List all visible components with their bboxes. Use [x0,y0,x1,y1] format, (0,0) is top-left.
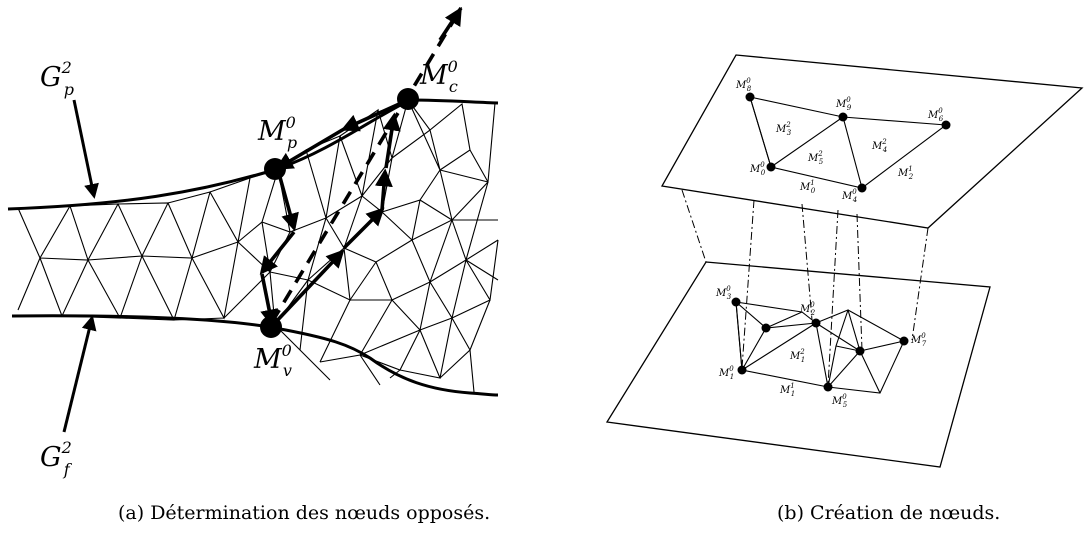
caption-a: (a) Détermination des nœuds opposés. [118,502,491,524]
lower-plane [605,261,991,468]
lower-boundary-curve [11,314,499,397]
node-m-v [260,316,282,338]
node-m-c [397,88,419,110]
pointer-arrow-gp [72,99,99,199]
upper-boundary-curve [7,98,499,211]
upper-nodes [745,92,951,193]
projection-lines [681,189,929,387]
lower-nodes [731,297,909,392]
node-m-p [264,158,286,180]
caption-b: (b) Création de nœuds. [777,502,1001,524]
direction-dashed-arrow [438,7,463,41]
lower-mesh [735,300,905,394]
direction-dashed-arrow [270,6,462,323]
pointer-arrow-gf [62,315,97,433]
upper-mesh [749,96,948,189]
